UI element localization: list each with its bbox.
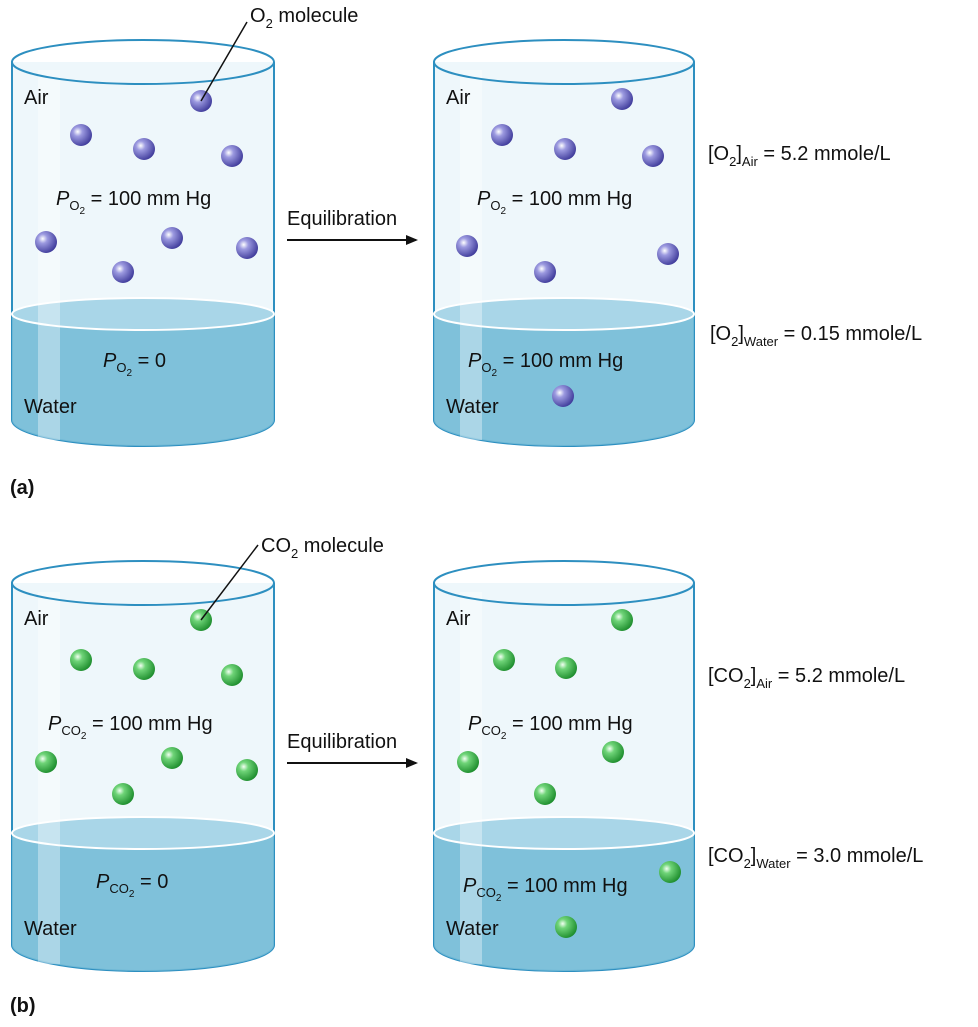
- glass-highlight: [460, 592, 482, 964]
- water-volume: [434, 833, 694, 971]
- co2-molecule: [236, 759, 258, 781]
- o2-molecule: [133, 138, 155, 160]
- o2-molecule: [534, 261, 556, 283]
- co2-molecule: [70, 649, 92, 671]
- co2-molecule: [112, 783, 134, 805]
- o2-molecule: [161, 227, 183, 249]
- co2-molecule: [35, 751, 57, 773]
- water-label: Water: [24, 396, 77, 418]
- co2-molecule: [133, 658, 155, 680]
- o2-molecule: [456, 235, 478, 257]
- co2-molecule: [493, 649, 515, 671]
- water-surface: [433, 816, 695, 850]
- cylinder-rim: [433, 39, 695, 85]
- cylinder-after: Air Water PO2 = 100 mm Hg PO2 = 100 mm H…: [433, 39, 695, 447]
- o2-molecule-label: O2 molecule: [250, 5, 358, 31]
- water-surface: [11, 297, 275, 331]
- panel-letter: (b): [10, 995, 36, 1017]
- o2-molecule: [611, 88, 633, 110]
- co2-molecule: [602, 741, 624, 763]
- water-surface: [433, 297, 695, 331]
- o2-molecule: [112, 261, 134, 283]
- cylinder-rim: [433, 560, 695, 606]
- o2-molecule: [554, 138, 576, 160]
- cylinder-rim: [11, 560, 275, 606]
- water-partial-pressure: PCO2 = 100 mm Hg: [463, 875, 628, 904]
- co2-molecule-label: CO2 molecule: [261, 535, 384, 561]
- co2-molecule: [534, 783, 556, 805]
- glass-highlight: [38, 592, 60, 964]
- air-concentration: [O2]Air = 5.2 mmole/L: [708, 143, 891, 169]
- co2-molecule: [659, 861, 681, 883]
- water-label: Water: [446, 918, 499, 940]
- cylinder-before: O2 molecule Air Water PO2 = 100 mm Hg PO…: [11, 5, 358, 447]
- arrow-label: Equilibration: [287, 731, 397, 753]
- o2-molecule: [642, 145, 664, 167]
- co2-molecule: [555, 916, 577, 938]
- equilibration-arrow: Equilibration: [287, 731, 418, 768]
- cylinder-after: Air Water PCO2 = 100 mm Hg PCO2 = 100 mm…: [433, 560, 695, 972]
- water-concentration: [O2]Water = 0.15 mmole/L: [710, 323, 922, 349]
- arrow-label: Equilibration: [287, 208, 397, 230]
- air-label: Air: [24, 608, 49, 630]
- air-partial-pressure: PCO2 = 100 mm Hg: [48, 713, 213, 742]
- o2-molecule: [35, 231, 57, 253]
- water-label: Water: [446, 396, 499, 418]
- panel-b: CO2 molecule Air Water PCO2 = 100 mm Hg …: [10, 535, 923, 1017]
- water-volume: [434, 314, 694, 446]
- co2-molecule: [611, 609, 633, 631]
- water-partial-pressure: PO2 = 100 mm Hg: [468, 350, 623, 379]
- panel-a: O2 molecule Air Water PO2 = 100 mm Hg PO…: [10, 5, 922, 499]
- water-concentration: [CO2]Water = 3.0 mmole/L: [708, 845, 923, 871]
- water-partial-pressure: PO2 = 0: [103, 350, 166, 379]
- o2-molecule: [491, 124, 513, 146]
- molecule-leader-line: [200, 21, 248, 102]
- air-label: Air: [24, 87, 49, 109]
- air-partial-pressure: PO2 = 100 mm Hg: [477, 188, 632, 217]
- co2-molecule: [457, 751, 479, 773]
- co2-molecule: [221, 664, 243, 686]
- air-partial-pressure: PO2 = 100 mm Hg: [56, 188, 211, 217]
- water-volume: [12, 314, 274, 446]
- glass-highlight: [38, 70, 60, 440]
- o2-molecule: [70, 124, 92, 146]
- air-partial-pressure: PCO2 = 100 mm Hg: [468, 713, 633, 742]
- equilibration-arrow: Equilibration: [287, 208, 418, 245]
- water-volume: [12, 833, 274, 971]
- co2-molecule: [555, 657, 577, 679]
- co2-molecule: [161, 747, 183, 769]
- panel-letter: (a): [10, 477, 34, 499]
- water-surface: [11, 816, 275, 850]
- cylinder-rim: [11, 39, 275, 85]
- molecule-leader-line: [200, 544, 259, 621]
- water-label: Water: [24, 918, 77, 940]
- water-partial-pressure: PCO2 = 0: [96, 871, 168, 900]
- air-label: Air: [446, 608, 471, 630]
- cylinder-before: CO2 molecule Air Water PCO2 = 100 mm Hg …: [11, 535, 384, 972]
- o2-molecule: [236, 237, 258, 259]
- o2-molecule: [221, 145, 243, 167]
- air-label: Air: [446, 87, 471, 109]
- o2-molecule: [552, 385, 574, 407]
- air-concentration: [CO2]Air = 5.2 mmole/L: [708, 665, 905, 691]
- o2-molecule: [657, 243, 679, 265]
